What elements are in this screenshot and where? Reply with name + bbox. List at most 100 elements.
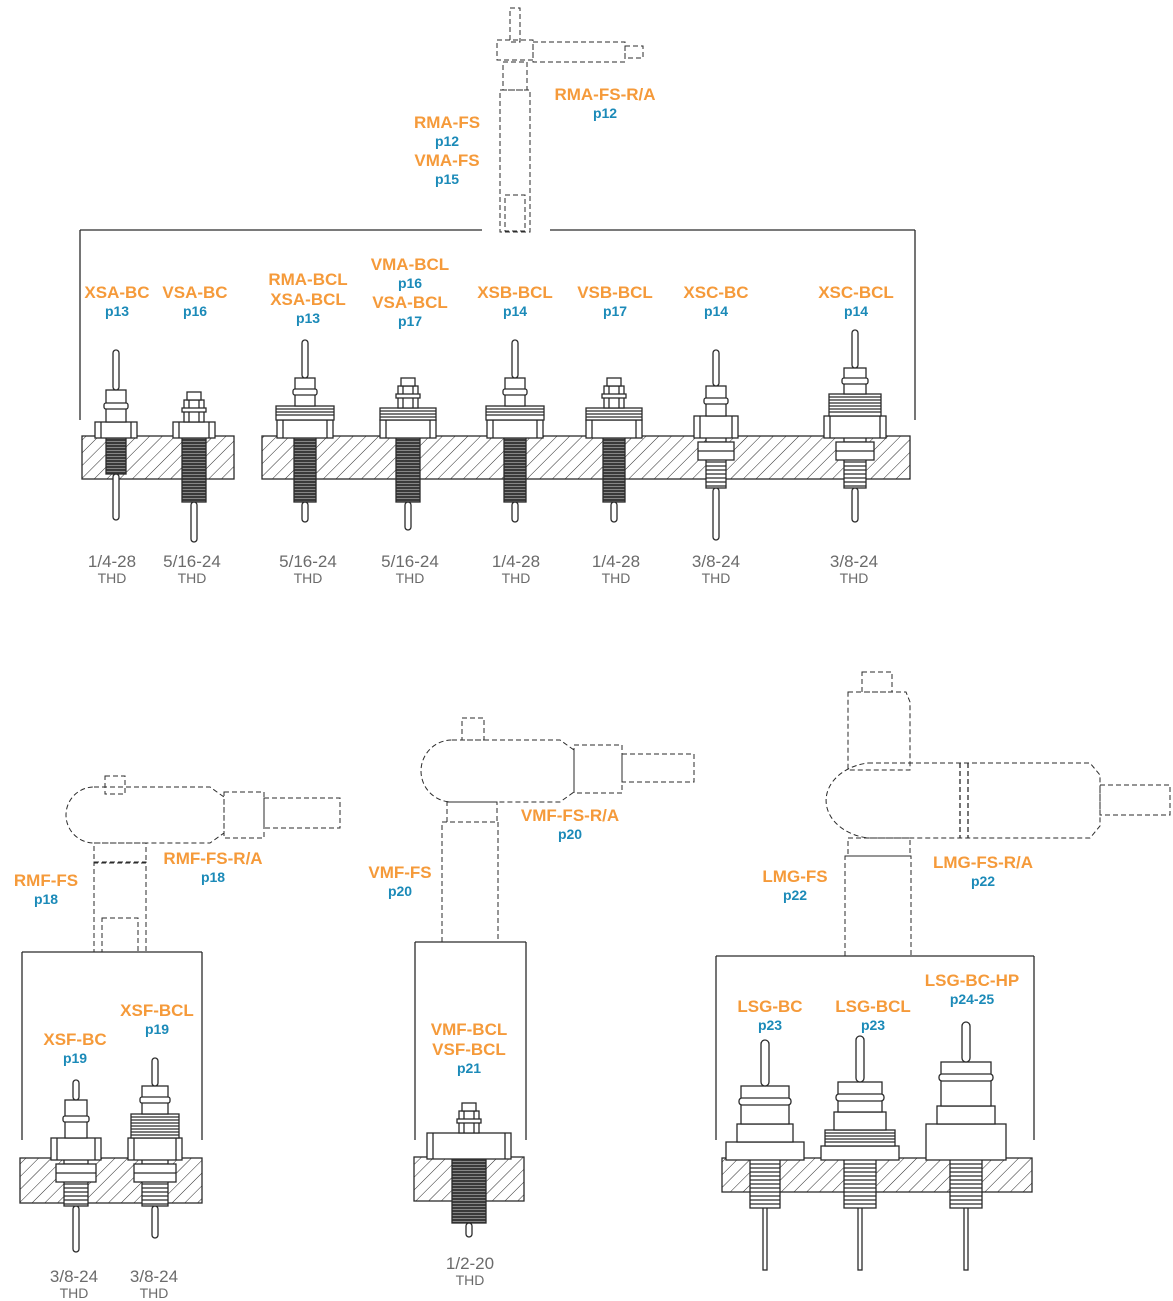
probe-tip xyxy=(72,1079,80,1101)
page-ref[interactable]: p20 xyxy=(387,883,413,899)
float-switch-cap xyxy=(847,691,911,771)
float-switch-tube xyxy=(844,855,912,957)
hex-nut xyxy=(379,419,437,439)
hex-nut xyxy=(833,1111,887,1131)
model-name: RMF-FS xyxy=(13,871,79,890)
thread-label: 3/8-24 THD xyxy=(32,1268,116,1301)
base-flange xyxy=(725,1141,805,1161)
label-lsg-bcl: LSG-BCL p23 xyxy=(824,998,922,1036)
thread-label: 1/4-28 THD xyxy=(474,553,558,586)
page-ref[interactable]: p17 xyxy=(602,303,628,319)
probe-tip xyxy=(112,349,120,391)
model-name: XSC-BC xyxy=(683,283,749,302)
float-switch-tip xyxy=(504,194,526,232)
label-xsa-bc: XSA-BC p13 xyxy=(74,284,160,322)
label-xsc-bcl: XSC-BCL p14 xyxy=(806,284,906,322)
o-ring xyxy=(841,377,869,385)
page-ref[interactable]: p22 xyxy=(782,887,808,903)
page-ref[interactable]: p18 xyxy=(200,869,226,885)
page-ref[interactable]: p16 xyxy=(397,275,423,291)
thread-unit: THD xyxy=(59,1285,89,1301)
connector-cap xyxy=(400,377,416,387)
threaded-shank xyxy=(503,435,527,503)
probe-tip xyxy=(151,1057,159,1087)
probe-tip xyxy=(511,501,519,523)
model-name: VMA-BCL xyxy=(370,255,450,274)
float-switch-tube xyxy=(441,821,499,943)
float-switch-collar xyxy=(93,842,147,864)
page-ref[interactable]: p16 xyxy=(182,303,208,319)
thread-label: 1/2-20 THD xyxy=(428,1255,512,1288)
page-ref[interactable]: p13 xyxy=(295,310,321,326)
page-ref[interactable]: p20 xyxy=(557,826,583,842)
label-rmf-fs-ra: RMF-FS-R/A p18 xyxy=(148,850,278,888)
page-ref[interactable]: p18 xyxy=(33,891,59,907)
page-ref[interactable]: p12 xyxy=(592,105,618,121)
page-ref[interactable]: p19 xyxy=(62,1050,88,1066)
probe-tip xyxy=(511,339,519,379)
model-name: LMG-FS xyxy=(762,867,828,886)
fitting-body xyxy=(940,1061,992,1107)
probe-tip xyxy=(404,501,412,531)
thread-size: 1/4-28 xyxy=(87,552,137,571)
float-switch-arm xyxy=(223,791,265,839)
float-switch-arm xyxy=(573,744,623,794)
label-vsa-bc: VSA-BC p16 xyxy=(152,284,238,322)
page-ref[interactable]: p17 xyxy=(397,313,423,329)
label-vsb-bcl: VSB-BCL p17 xyxy=(566,284,664,322)
hex-nut xyxy=(127,1137,183,1161)
model-name: LMG-FS-R/A xyxy=(932,853,1034,872)
page-ref[interactable]: p15 xyxy=(434,171,460,187)
page-ref[interactable]: p23 xyxy=(860,1017,886,1033)
thread-label: 3/8-24 THD xyxy=(674,553,758,586)
probe-tip xyxy=(190,501,198,543)
page-ref[interactable]: p14 xyxy=(703,303,729,319)
thread-size: 3/8-24 xyxy=(829,552,879,571)
o-ring xyxy=(835,1093,885,1102)
hex-nut xyxy=(585,419,643,439)
thread-label: 5/16-24 THD xyxy=(368,553,452,586)
probe-tip xyxy=(712,349,720,387)
model-name: LSG-BC xyxy=(737,997,803,1016)
page-ref[interactable]: p19 xyxy=(144,1021,170,1037)
float-switch-stem xyxy=(104,775,126,795)
thread-label: 5/16-24 THD xyxy=(150,553,234,586)
page-ref[interactable]: p23 xyxy=(757,1017,783,1033)
page-ref[interactable]: p13 xyxy=(104,303,130,319)
model-name: LSG-BCL xyxy=(835,997,911,1016)
thread-size: 1/4-28 xyxy=(591,552,641,571)
float-switch-tip xyxy=(101,917,139,953)
label-lsg-bc-hp: LSG-BC-HP p24-25 xyxy=(912,972,1032,1010)
thread-size: 5/16-24 xyxy=(279,552,337,571)
float-switch-arm-end xyxy=(1099,784,1171,816)
thread-band xyxy=(275,405,335,421)
page-ref[interactable]: p14 xyxy=(502,303,528,319)
probe-tip xyxy=(301,501,309,523)
o-ring xyxy=(292,388,318,396)
probe-tip xyxy=(610,501,618,523)
thread-size: 5/16-24 xyxy=(163,552,221,571)
probe-tip xyxy=(301,339,309,379)
thread-unit: THD xyxy=(97,570,127,586)
float-switch-body xyxy=(825,762,1101,839)
model-name: VMF-FS xyxy=(368,863,432,882)
page-ref[interactable]: p24-25 xyxy=(949,991,995,1007)
connector-collar xyxy=(456,1118,482,1124)
hex-nut xyxy=(426,1132,512,1160)
connector-cap xyxy=(606,377,622,387)
page-ref[interactable]: p22 xyxy=(970,873,996,889)
probe-tip xyxy=(712,487,720,541)
thread-unit: THD xyxy=(139,1285,169,1301)
float-switch-collar xyxy=(446,801,498,823)
thread-unit: THD xyxy=(839,570,869,586)
page-ref[interactable]: p12 xyxy=(434,133,460,149)
probe-tip xyxy=(151,1205,159,1239)
label-xsc-bc: XSC-BC p14 xyxy=(670,284,762,322)
o-ring xyxy=(502,388,528,396)
thread-label: 3/8-24 THD xyxy=(112,1268,196,1301)
probe-tip xyxy=(465,1222,473,1238)
page-ref[interactable]: p21 xyxy=(456,1060,482,1076)
model-name: XSA-BC xyxy=(84,283,150,302)
page-ref[interactable]: p14 xyxy=(843,303,869,319)
model-name: LSG-BC-HP xyxy=(924,971,1020,990)
